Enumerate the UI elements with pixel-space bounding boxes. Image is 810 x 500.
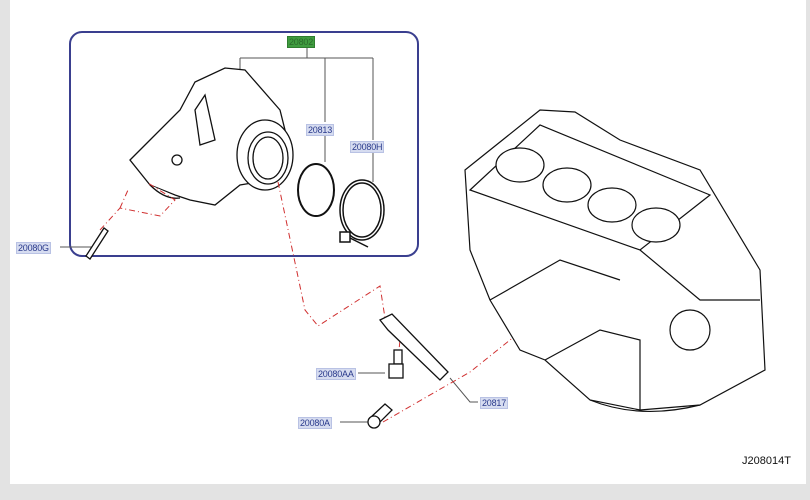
bolts <box>367 349 404 429</box>
clamp-ring <box>339 179 385 248</box>
assembly-leaders <box>60 46 478 423</box>
assembly-frame <box>69 31 419 257</box>
callout-20080a[interactable]: 20080A <box>298 417 332 429</box>
callout-20817[interactable]: 20817 <box>480 397 509 409</box>
callout-20080h[interactable]: 20080H <box>350 141 385 153</box>
diagram-reference-code: J208014T <box>742 455 791 467</box>
bracket-part <box>378 313 449 381</box>
callout-20080aa[interactable]: 20080AA <box>316 368 356 380</box>
stud-part <box>85 227 109 260</box>
converter-housing <box>129 67 294 206</box>
callout-20813[interactable]: 20813 <box>306 124 335 136</box>
engine-block <box>464 109 766 413</box>
gasket-ring <box>297 163 335 217</box>
callout-20080g[interactable]: 20080G <box>16 242 51 254</box>
callout-20802[interactable]: 20802 <box>287 36 316 48</box>
